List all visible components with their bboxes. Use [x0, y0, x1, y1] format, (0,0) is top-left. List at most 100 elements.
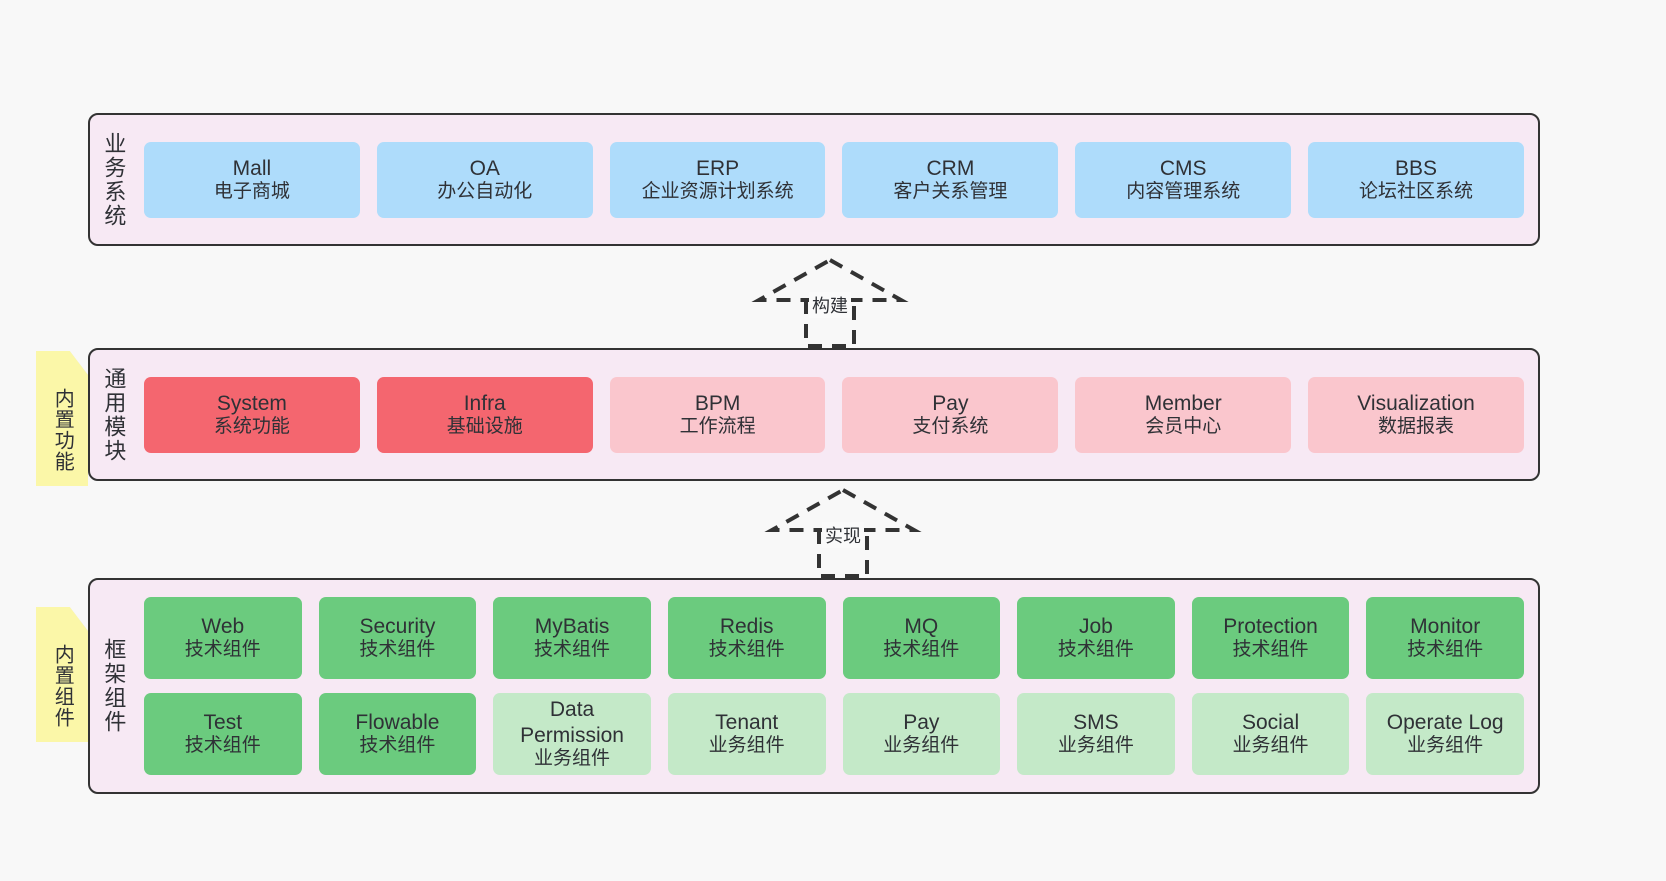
- node-data-permission[interactable]: Data Permission 业务组件: [493, 693, 651, 775]
- node-subtitle: 内容管理系统: [1126, 180, 1241, 202]
- node-title: Visualization: [1357, 391, 1475, 415]
- node-cms[interactable]: CMS 内容管理系统: [1075, 141, 1292, 218]
- node-subtitle: 技术组件: [1232, 639, 1309, 661]
- node-title: SMS: [1073, 711, 1119, 734]
- node-title: MyBatis: [534, 615, 610, 638]
- node-title: Pay: [903, 711, 940, 734]
- node-title: CMS: [1159, 156, 1207, 180]
- node-test[interactable]: Test 技术组件: [144, 693, 302, 775]
- node-title: MQ: [904, 615, 939, 638]
- node-title: Monitor: [1410, 615, 1481, 638]
- layer-row: Mall 电子商城 OA 办公自动化 ERP 企业资源计划系统 CRM 客户关系…: [144, 141, 1524, 218]
- node-subtitle: 办公自动化: [437, 180, 533, 202]
- node-title: Operate Log: [1386, 711, 1504, 734]
- connector-realize: 实现: [764, 486, 922, 578]
- node-subtitle: 技术组件: [1407, 639, 1484, 661]
- node-visualization[interactable]: Visualization 数据报表: [1308, 376, 1524, 453]
- node-subtitle: 技术组件: [708, 639, 785, 661]
- node-subtitle: 业务组件: [534, 747, 611, 769]
- connector-label-build: 构建: [809, 292, 851, 318]
- node-redis[interactable]: Redis 技术组件: [667, 597, 826, 679]
- node-title: Protection: [1223, 615, 1318, 638]
- node-title: BPM: [694, 391, 741, 415]
- node-subtitle: 数据报表: [1378, 415, 1455, 437]
- node-security[interactable]: Security 技术组件: [318, 597, 477, 679]
- node-subtitle: 客户关系管理: [893, 180, 1008, 202]
- node-title: System: [216, 391, 287, 415]
- layer-row: Test 技术组件 Flowable 技术组件 Data Permission …: [144, 693, 1524, 775]
- node-crm[interactable]: CRM 客户关系管理: [842, 141, 1059, 218]
- node-title: BBS: [1395, 156, 1438, 180]
- node-subtitle: 支付系统: [912, 415, 989, 437]
- node-subtitle: 业务组件: [1057, 735, 1134, 757]
- layer-row: System 系统功能 Infra 基础设施 BPM 工作流程 Pay 支付系统…: [144, 376, 1524, 453]
- node-mq[interactable]: MQ 技术组件: [842, 597, 1001, 679]
- node-mybatis[interactable]: MyBatis 技术组件: [493, 597, 651, 679]
- node-subtitle: 业务组件: [708, 735, 785, 757]
- node-subtitle: 电子商城: [213, 180, 290, 202]
- node-title: Flowable: [355, 711, 440, 734]
- node-subtitle: 技术组件: [534, 639, 611, 661]
- node-mall[interactable]: Mall 电子商城: [144, 141, 360, 218]
- node-title: Mall: [232, 156, 272, 180]
- node-subtitle: 技术组件: [883, 639, 960, 661]
- node-title: Data Permission: [520, 698, 624, 747]
- node-title: Member: [1144, 391, 1222, 415]
- node-bbs[interactable]: BBS 论坛社区系统: [1308, 141, 1524, 218]
- layer-row: Web 技术组件 Security 技术组件 MyBatis 技术组件 Redi…: [144, 597, 1524, 679]
- node-subtitle: 论坛社区系统: [1359, 180, 1474, 202]
- node-job[interactable]: Job 技术组件: [1017, 597, 1175, 679]
- node-monitor[interactable]: Monitor 技术组件: [1366, 597, 1524, 679]
- connector-label-realize: 实现: [822, 522, 864, 548]
- node-flowable[interactable]: Flowable 技术组件: [318, 693, 477, 775]
- node-web[interactable]: Web 技术组件: [144, 597, 302, 679]
- node-tenant[interactable]: Tenant 业务组件: [667, 693, 826, 775]
- node-subtitle: 企业资源计划系统: [641, 180, 794, 202]
- node-system[interactable]: System 系统功能: [144, 376, 360, 453]
- layer-body-common: System 系统功能 Infra 基础设施 BPM 工作流程 Pay 支付系统…: [136, 350, 1538, 479]
- node-subtitle: 系统功能: [213, 415, 290, 437]
- node-title: OA: [469, 156, 500, 180]
- node-subtitle: 技术组件: [184, 639, 261, 661]
- layer-body-business: Mall 电子商城 OA 办公自动化 ERP 企业资源计划系统 CRM 客户关系…: [136, 115, 1538, 244]
- node-bpm[interactable]: BPM 工作流程: [609, 376, 826, 453]
- note-text: 内置功能: [51, 387, 74, 472]
- layer-body-framework: Web 技术组件 Security 技术组件 MyBatis 技术组件 Redi…: [136, 580, 1538, 792]
- node-pay[interactable]: Pay 支付系统: [842, 376, 1059, 453]
- note-fold-icon: [70, 351, 88, 375]
- connector-build: 构建: [751, 256, 909, 348]
- node-member[interactable]: Member 会员中心: [1075, 376, 1292, 453]
- node-title: Test: [203, 711, 243, 734]
- node-subtitle: 会员中心: [1145, 415, 1222, 437]
- node-subtitle: 业务组件: [1407, 735, 1484, 757]
- node-title: Security: [359, 615, 436, 638]
- node-subtitle: 业务组件: [883, 735, 960, 757]
- node-pay-business[interactable]: Pay 业务组件: [842, 693, 1001, 775]
- node-title: Web: [201, 615, 245, 638]
- layer-framework-components: 框架组件 Web 技术组件 Security 技术组件 MyBatis 技术组件…: [88, 578, 1540, 794]
- node-sms[interactable]: SMS 业务组件: [1017, 693, 1175, 775]
- note-text: 内置组件: [51, 643, 74, 728]
- node-infra[interactable]: Infra 基础设施: [376, 376, 593, 453]
- node-protection[interactable]: Protection 技术组件: [1191, 597, 1350, 679]
- node-title: Pay: [932, 391, 969, 415]
- node-erp[interactable]: ERP 企业资源计划系统: [609, 141, 826, 218]
- node-social[interactable]: Social 业务组件: [1191, 693, 1350, 775]
- note-builtin-component: 内置组件: [36, 607, 88, 742]
- note-fold-icon: [70, 607, 88, 631]
- node-oa[interactable]: OA 办公自动化: [376, 141, 593, 218]
- node-title: ERP: [695, 156, 740, 180]
- node-operate-log[interactable]: Operate Log 业务组件: [1366, 693, 1524, 775]
- note-builtin-function: 内置功能: [36, 351, 88, 486]
- layer-title-framework: 框架组件: [101, 638, 127, 734]
- node-subtitle: 技术组件: [359, 639, 436, 661]
- node-title: Job: [1079, 615, 1113, 638]
- node-title: Social: [1241, 711, 1300, 734]
- node-subtitle: 技术组件: [184, 735, 261, 757]
- node-title: CRM: [926, 156, 975, 180]
- node-title: Infra: [463, 391, 506, 415]
- node-subtitle: 基础设施: [446, 415, 523, 437]
- node-subtitle: 工作流程: [679, 415, 756, 437]
- layer-business-systems: 业务系统 Mall 电子商城 OA 办公自动化 ERP 企业资源计划系统 CRM…: [88, 113, 1540, 246]
